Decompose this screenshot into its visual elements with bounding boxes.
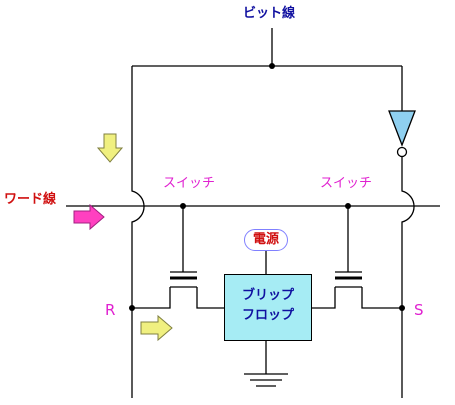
- arrow-down-icon: [96, 133, 124, 163]
- left-vertical-wire: [131, 66, 145, 398]
- yellow-arrow-right-icon: [140, 314, 173, 342]
- power-supply-badge: 電源: [244, 229, 288, 251]
- ground-icon: [244, 373, 288, 387]
- flipflop-label-line-1: ブリップ: [241, 288, 294, 303]
- node-s-label: S: [414, 301, 424, 319]
- right-switch-junction-dot: [345, 203, 351, 209]
- right-switch-label: スイッチ: [320, 176, 373, 191]
- bit-line-junction-dot: [269, 63, 275, 69]
- left-switch-source-wire: [132, 287, 171, 309]
- node-r-dot: [129, 305, 135, 311]
- right-switch-source-wire: [361, 287, 402, 309]
- bit-line-label: ビット線: [243, 6, 296, 21]
- node-s-dot: [399, 305, 405, 311]
- inverter-triangle-icon: [388, 110, 416, 158]
- flipflop-label-line-2: フロップ: [241, 308, 294, 323]
- node-r-label: R: [105, 301, 116, 319]
- right-switch-drain-wire: [312, 287, 336, 309]
- magenta-arrow-right-icon: [73, 203, 105, 231]
- left-switch-label: スイッチ: [163, 176, 216, 191]
- flipflop-block: ブリップ フロップ: [224, 274, 312, 341]
- left-switch-junction-dot: [180, 203, 186, 209]
- left-switch-drain-wire: [196, 287, 224, 309]
- word-line-label: ワード線: [4, 192, 57, 207]
- right-lower-wire: [401, 157, 415, 398]
